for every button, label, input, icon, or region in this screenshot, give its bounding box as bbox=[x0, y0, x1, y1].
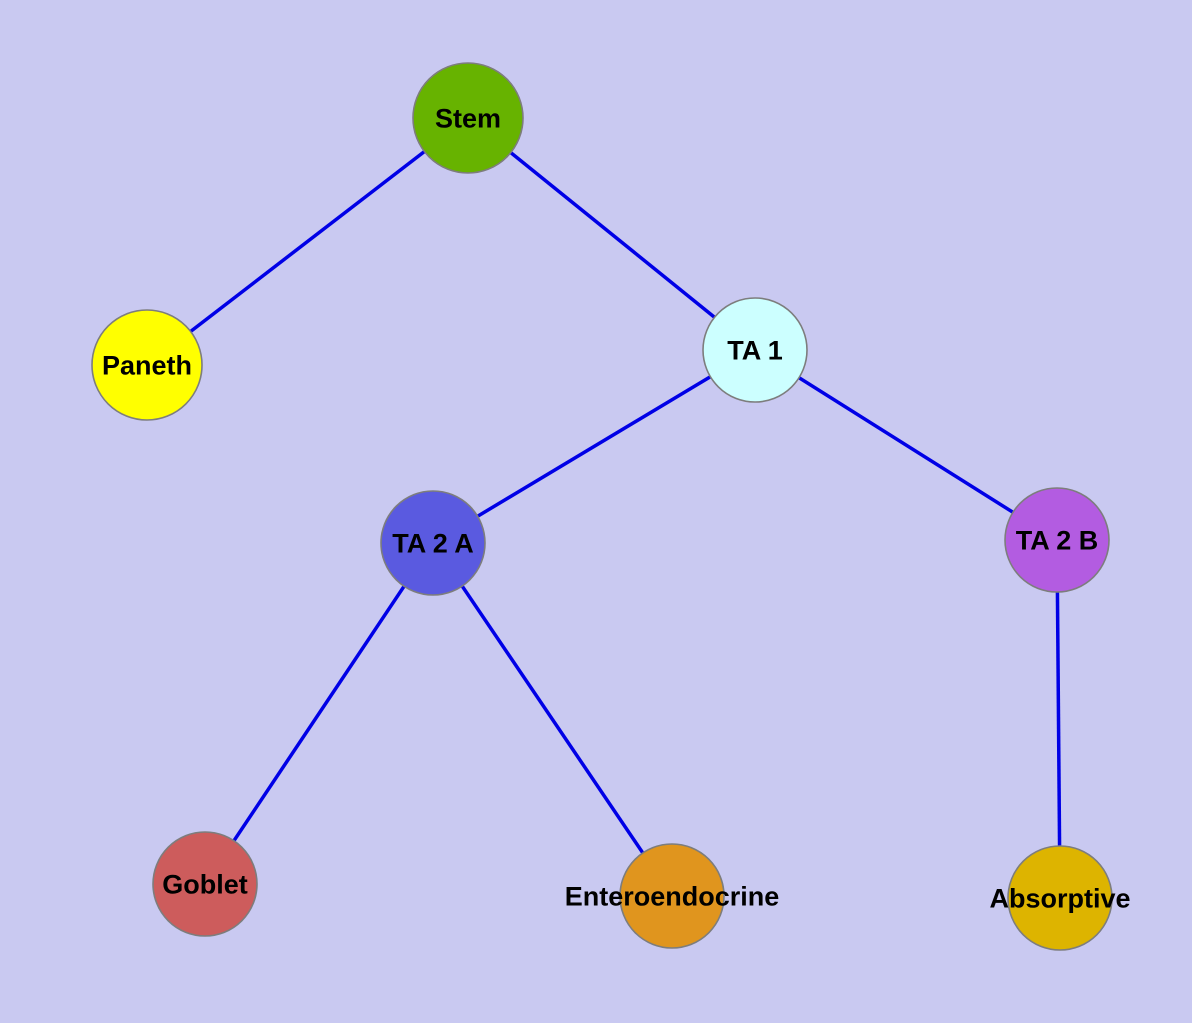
node-circle-ta2b[interactable] bbox=[1004, 487, 1110, 593]
node-circle-stem[interactable] bbox=[412, 62, 524, 174]
node-circle-enteroendocrine[interactable] bbox=[619, 843, 725, 949]
edge-ta2a-goblet bbox=[203, 542, 435, 885]
edge-ta2a-enteroendocrine bbox=[431, 542, 674, 897]
edge-ta1-ta2a bbox=[432, 348, 756, 545]
node-circle-goblet[interactable] bbox=[152, 831, 258, 937]
node-circle-absorptive[interactable] bbox=[1007, 845, 1113, 951]
node-stem[interactable]: Stem bbox=[412, 62, 524, 174]
node-ta1[interactable]: TA 1 bbox=[702, 297, 808, 403]
edge-stem-paneth bbox=[145, 116, 470, 367]
edge-stem-ta1 bbox=[466, 116, 757, 352]
node-circle-paneth[interactable] bbox=[91, 309, 203, 421]
node-paneth[interactable]: Paneth bbox=[91, 309, 203, 421]
node-ta2b[interactable]: TA 2 B bbox=[1004, 487, 1110, 593]
edge-ta2b-absorptive bbox=[1055, 539, 1062, 899]
node-ta2a[interactable]: TA 2 A bbox=[380, 490, 486, 596]
edges-layer bbox=[145, 116, 1062, 899]
node-circle-ta2a[interactable] bbox=[380, 490, 486, 596]
node-goblet[interactable]: Goblet bbox=[152, 831, 258, 937]
node-circle-ta1[interactable] bbox=[702, 297, 808, 403]
edge-ta1-ta2b bbox=[754, 348, 1058, 542]
